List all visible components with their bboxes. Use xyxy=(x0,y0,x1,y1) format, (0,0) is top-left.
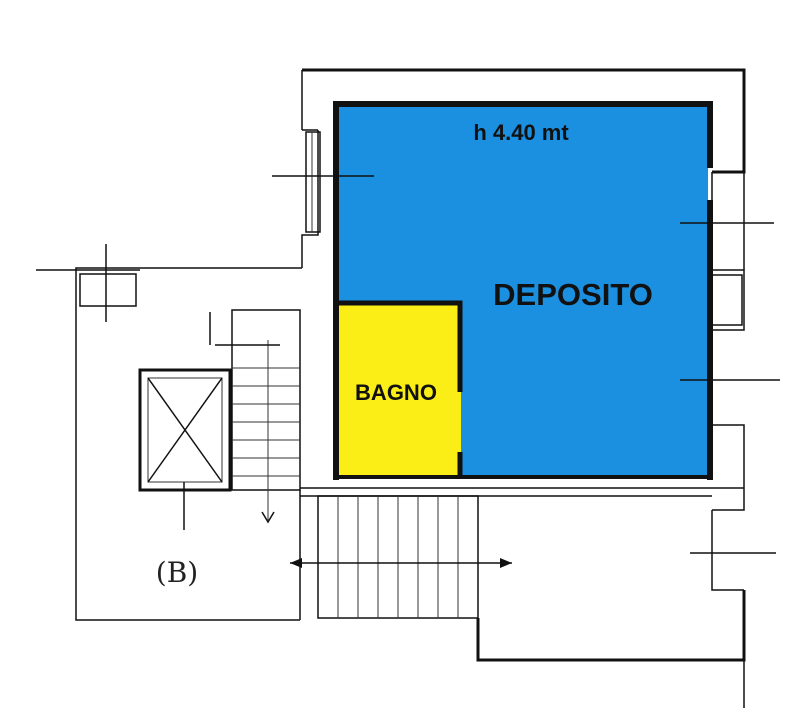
deposito-label: DEPOSITO xyxy=(493,277,653,312)
outer-walls xyxy=(75,68,746,708)
building-mark: (B) xyxy=(156,556,198,589)
stairs-left xyxy=(209,309,301,524)
pillar xyxy=(36,244,140,322)
deposito-walls xyxy=(333,101,713,480)
bagno-label: BAGNO xyxy=(355,380,437,405)
bagno-partition xyxy=(337,300,463,476)
lift-shaft xyxy=(138,368,232,530)
stairs-bottom xyxy=(290,495,512,619)
window-left xyxy=(272,131,374,233)
window-right xyxy=(680,222,780,554)
bagno-room xyxy=(336,305,461,475)
deposito-height-label: h 4.40 mt xyxy=(473,120,569,145)
